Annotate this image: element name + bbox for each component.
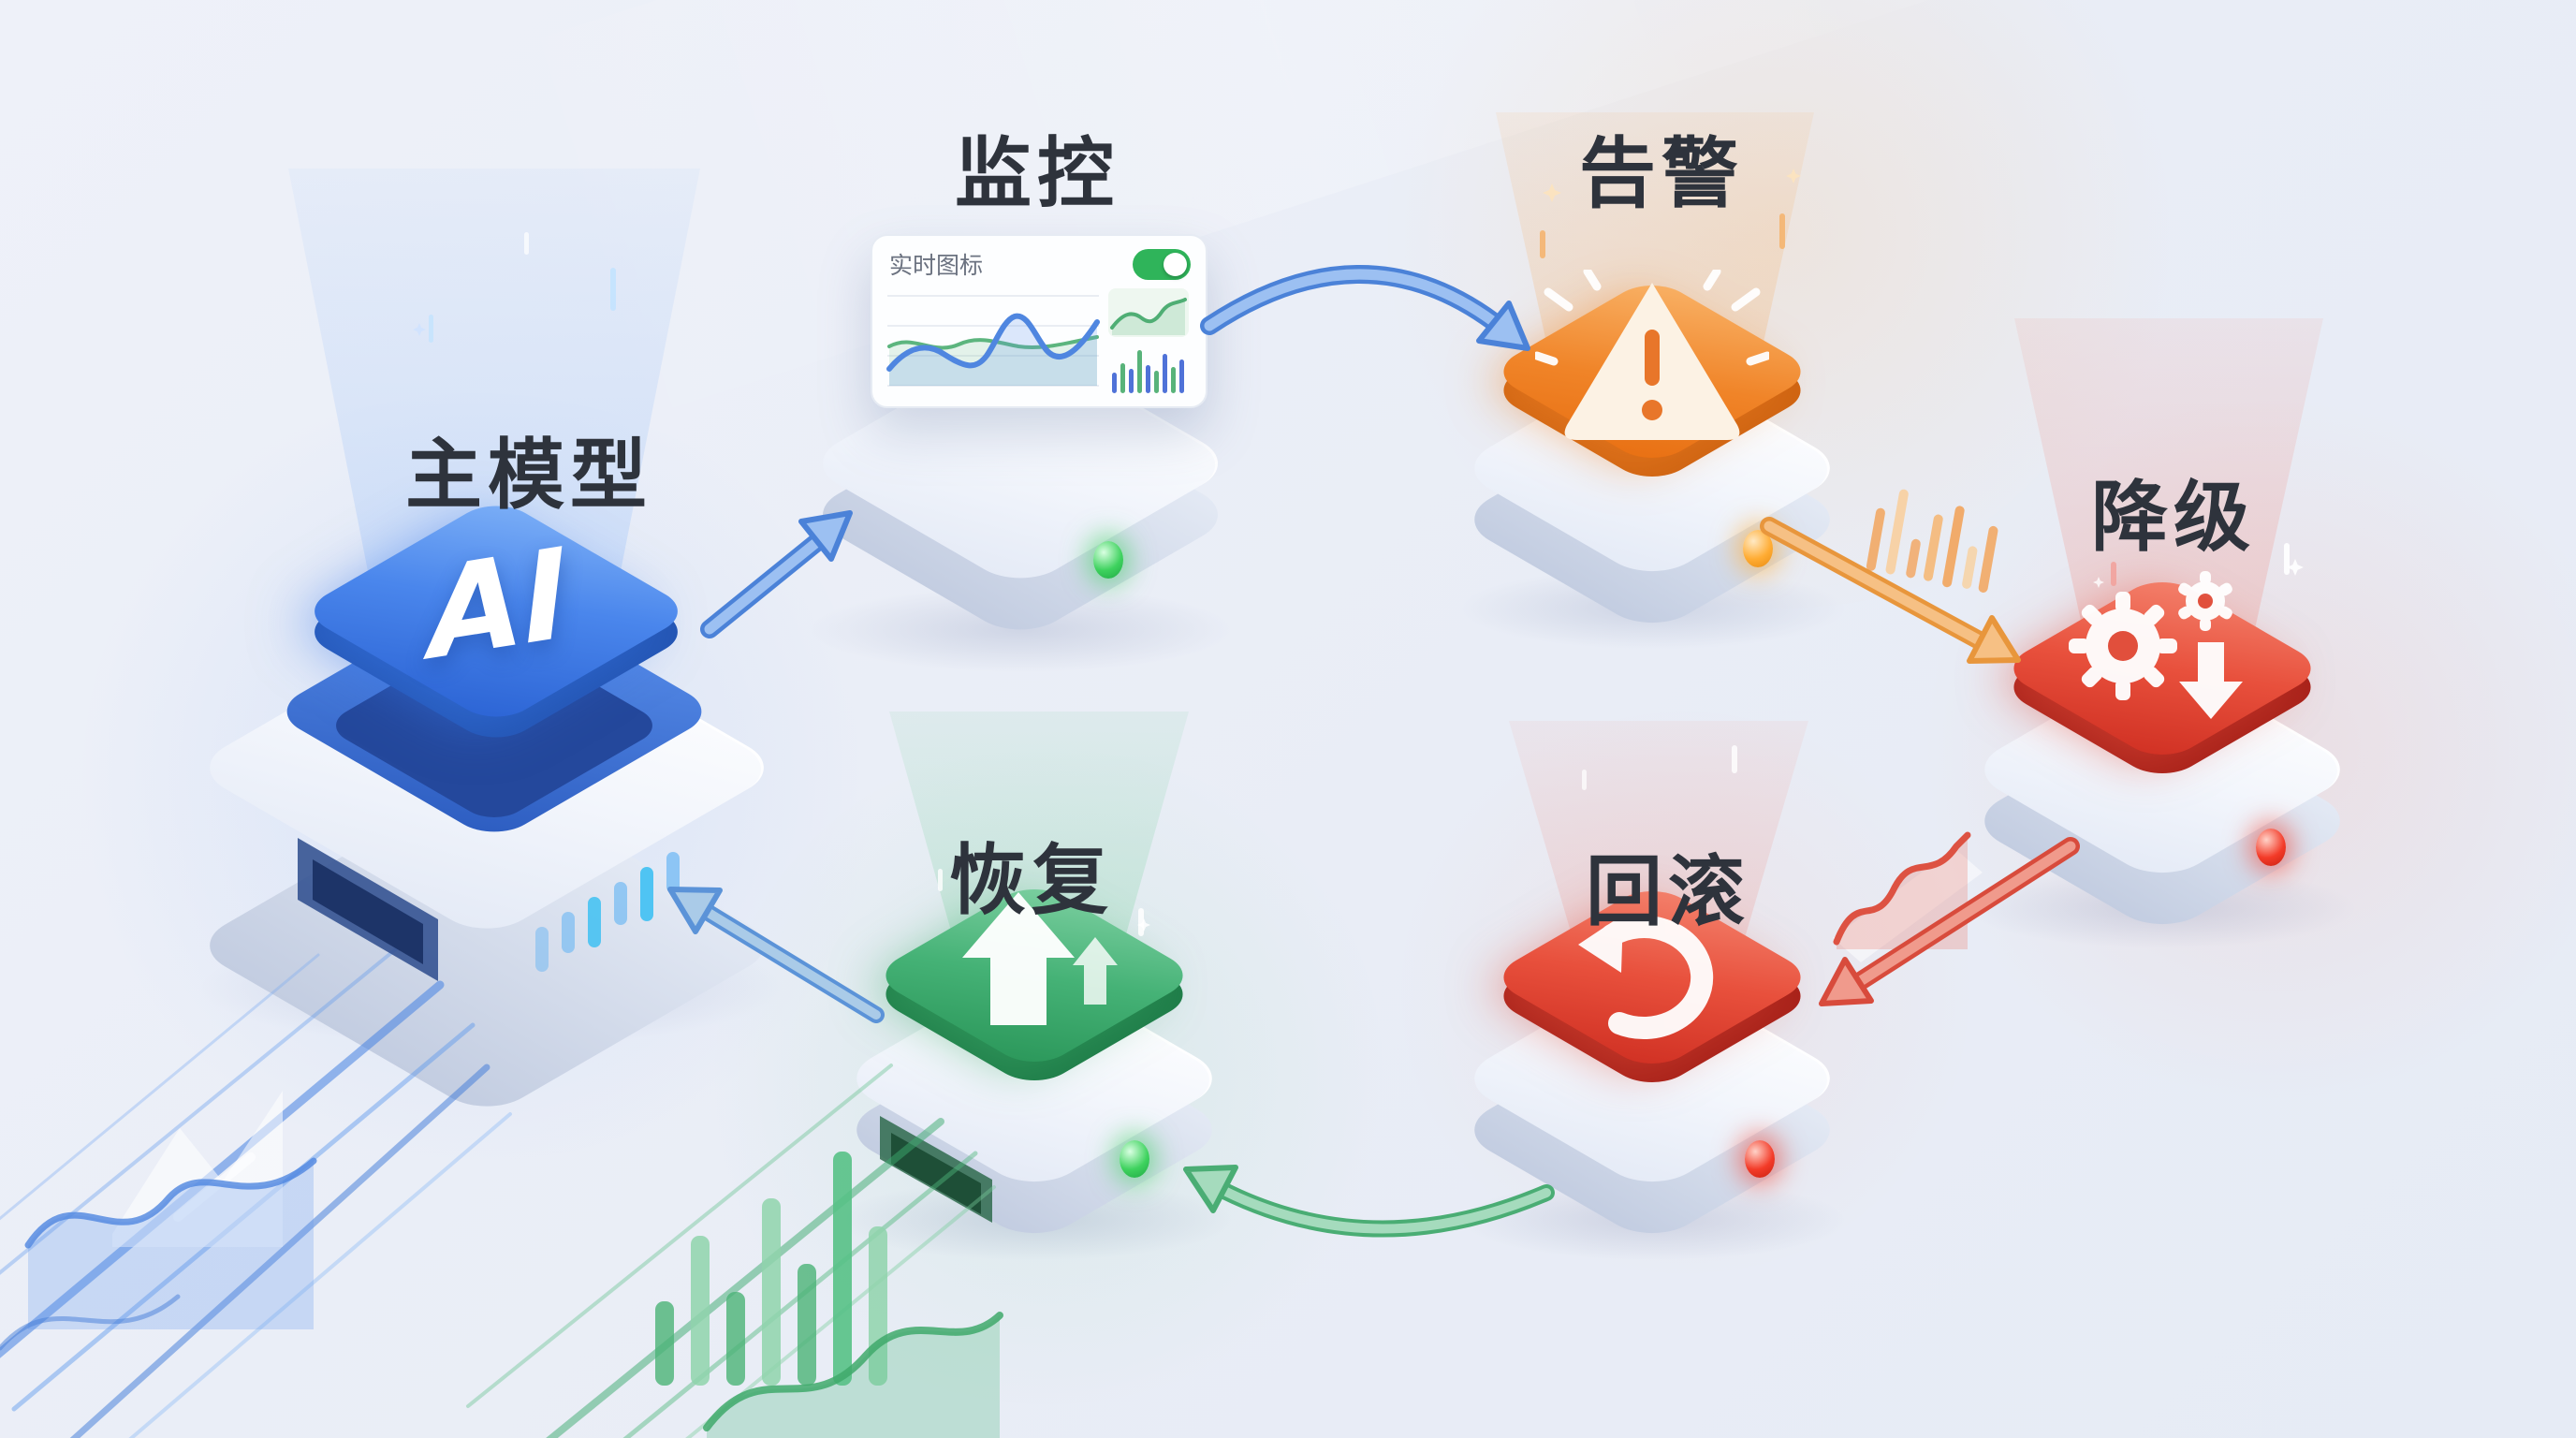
gear-downgrade-icon	[2069, 571, 2243, 719]
spark-area-chart	[1108, 288, 1189, 337]
green-bar-chart	[655, 1152, 887, 1386]
rollback-status-led	[1745, 1140, 1775, 1178]
realtime-toggle[interactable]	[1133, 248, 1191, 280]
line-chart	[886, 295, 1100, 387]
monitor-status-led	[1093, 541, 1123, 579]
recovery-status-led	[1120, 1140, 1149, 1178]
degrade-status-led	[2256, 829, 2286, 866]
degrade-label: 降级	[2090, 473, 2257, 563]
light-streak	[446, 0, 2082, 443]
rollback-label: 回滚	[1585, 847, 1751, 937]
card-title: 实时图标	[889, 252, 984, 279]
recovery-label: 恢复	[948, 836, 1115, 926]
ai-chip-text: AI	[422, 521, 574, 688]
orange-bar-decoration	[1866, 489, 1998, 593]
red-wave-decoration	[1833, 831, 1983, 962]
monitor-dashboard-card: 实时图标	[871, 234, 1208, 408]
main-model-label: 主模型	[404, 431, 653, 521]
arrow-monitor-to-alert	[1200, 265, 1530, 351]
green-wave-chart	[703, 1312, 1003, 1438]
toggle-knob	[1164, 252, 1187, 276]
alert-status-led	[1743, 530, 1773, 567]
upgrade-arrow-icon	[962, 892, 1118, 1025]
monitor-label: 监控	[954, 129, 1120, 219]
rollback-undo-icon	[1578, 915, 1714, 1040]
alert-label: 告警	[1578, 129, 1745, 219]
mini-bar-chart	[1108, 345, 1189, 393]
warning-triangle-icon	[1535, 270, 1769, 440]
blue-wave-chart	[0, 1091, 317, 1351]
